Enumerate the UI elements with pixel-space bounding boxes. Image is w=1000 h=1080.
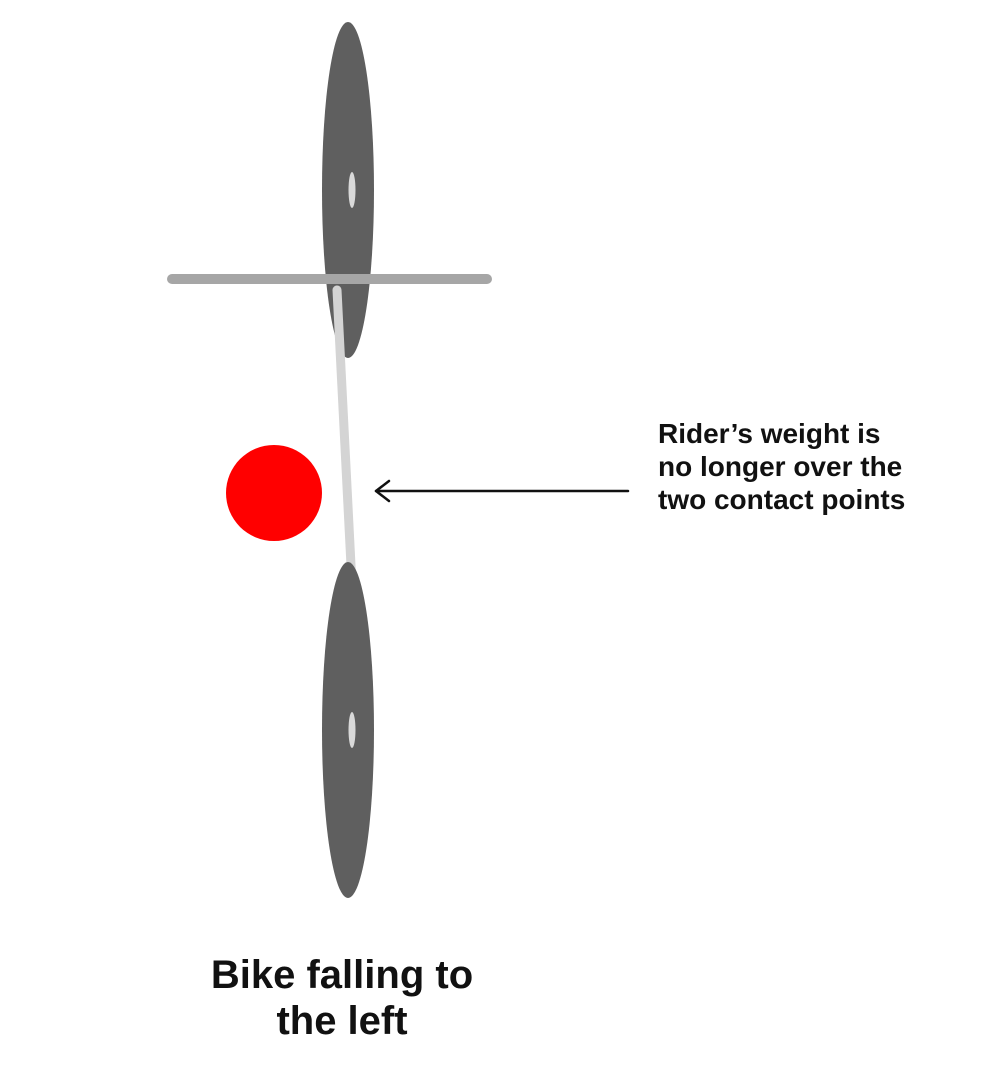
bike-frame xyxy=(332,285,357,590)
annotation-line: Rider’s weight is xyxy=(658,418,881,449)
annotation-line: two contact points xyxy=(658,483,906,515)
rear-wheel xyxy=(322,562,374,898)
rear-wheel-hub xyxy=(348,712,356,748)
weight-annotation: Rider’s weight is no longer over the two… xyxy=(658,418,988,516)
front-wheel-hub xyxy=(348,172,356,208)
diagram-caption: Bike falling to the left xyxy=(170,952,514,1044)
caption-line: Bike falling to xyxy=(210,953,474,997)
rider-weight-dot xyxy=(226,445,322,541)
caption-line: the left xyxy=(276,999,408,1043)
arrow-left-icon xyxy=(374,479,630,503)
front-wheel xyxy=(322,22,374,358)
annotation-line: no longer over the xyxy=(658,450,903,482)
